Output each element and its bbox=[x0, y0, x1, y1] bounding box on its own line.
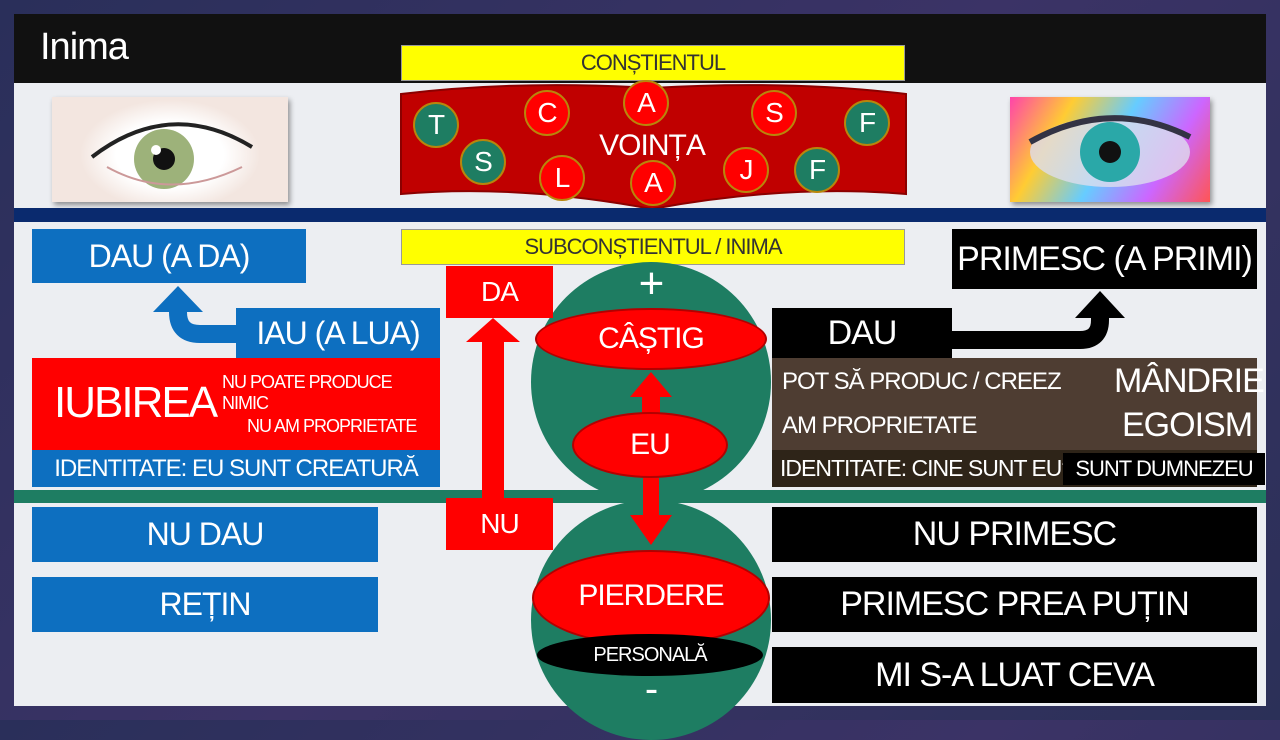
trait-circle: T bbox=[413, 102, 459, 148]
receive-too-little-box: PRIMESC PREA PUȚIN bbox=[772, 577, 1257, 632]
trait-circle: A bbox=[630, 160, 676, 206]
navy-divider bbox=[14, 208, 1266, 222]
blue-curved-arrow-icon bbox=[153, 286, 240, 343]
arrows bbox=[153, 286, 1125, 545]
withhold-box: REȚIN bbox=[32, 577, 378, 632]
black-curved-arrow-icon bbox=[950, 291, 1125, 349]
trait-circle: C bbox=[524, 90, 570, 136]
love-label: IUBIREA bbox=[54, 378, 218, 427]
not-give-box: NU DAU bbox=[32, 507, 378, 562]
eu-down-arrow-icon bbox=[630, 478, 672, 545]
eu-up-arrow-icon bbox=[630, 372, 672, 415]
can-produce-text: POT SĂ PRODUC / CREEZ bbox=[782, 368, 1062, 395]
minus-sign: - bbox=[644, 666, 658, 711]
up-arrow-icon bbox=[466, 318, 520, 500]
trait-circle: J bbox=[723, 147, 769, 193]
taken-box: MI S-A LUAT CEVA bbox=[772, 647, 1257, 703]
not-receive-box: NU PRIMESC bbox=[772, 507, 1257, 562]
personal-ellipse: PERSONALĂ bbox=[537, 634, 763, 676]
take-box: IAU (A LUA) bbox=[236, 308, 440, 358]
trait-circle: L bbox=[539, 155, 585, 201]
trait-circle: F bbox=[844, 100, 890, 146]
trait-circle: S bbox=[751, 90, 797, 136]
mosaic-eye-image bbox=[1010, 97, 1210, 202]
give-black-box: DAU bbox=[772, 308, 952, 358]
loss-ellipse: PIERDERE bbox=[532, 550, 770, 646]
green-divider bbox=[14, 490, 1266, 503]
pride-box: POT SĂ PRODUC / CREEZ AM PROPRIETATE MÂN… bbox=[772, 358, 1265, 450]
trait-circle: F bbox=[794, 147, 840, 193]
property-text: AM PROPRIETATE bbox=[782, 412, 977, 439]
love-box: IUBIREA NU POATE PRODUCE NIMIC NU AM PRO… bbox=[32, 358, 440, 450]
gain-ellipse: CÂȘTIG bbox=[535, 308, 767, 370]
trait-circle: S bbox=[460, 139, 506, 185]
self-ellipse: EU bbox=[572, 412, 728, 478]
natural-eye-image bbox=[52, 97, 288, 202]
slide-title: Inima bbox=[40, 26, 129, 68]
give-box: DAU (A DA) bbox=[32, 229, 306, 283]
identity-creature: IDENTITATE: EU SUNT CREATURĂ bbox=[32, 450, 440, 487]
no-property-text: NU AM PROPRIETATE bbox=[247, 416, 417, 436]
plus-sign: + bbox=[638, 259, 665, 308]
identity-question: IDENTITATE: CINE SUNT EU? bbox=[780, 455, 1074, 481]
no-box: NU bbox=[446, 498, 553, 550]
pride-label: MÂNDRIE bbox=[1114, 362, 1265, 400]
trait-circle: A bbox=[623, 80, 669, 126]
i-am-god-label: SUNT DUMNEZEU bbox=[1063, 453, 1265, 485]
will-label: VOINȚA bbox=[599, 129, 706, 162]
cannot-produce-text: NU POATE PRODUCE NIMIC bbox=[222, 372, 393, 413]
identity-god-row: IDENTITATE: CINE SUNT EU? bbox=[772, 450, 1257, 487]
yes-box: DA bbox=[446, 266, 553, 318]
egoism-label: EGOISM bbox=[1122, 406, 1253, 444]
receive-box: PRIMESC (A PRIMI) bbox=[952, 229, 1257, 289]
